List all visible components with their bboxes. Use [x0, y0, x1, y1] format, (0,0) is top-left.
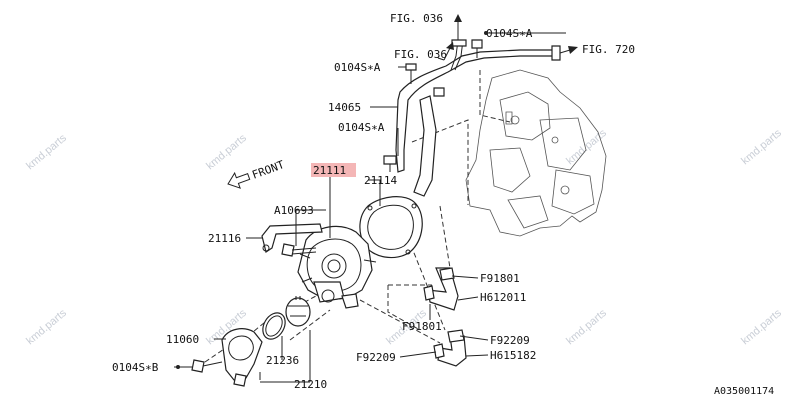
bolt-0104sb	[191, 359, 223, 373]
part-label-21116[interactable]: 21116	[208, 232, 241, 245]
part-label-14065[interactable]: 14065	[328, 101, 361, 114]
front-label: FRONT	[250, 158, 286, 182]
engine-block-drawing	[465, 69, 607, 237]
part-label-21236[interactable]: 21236	[266, 354, 299, 367]
coolant-pipe-14065	[395, 39, 561, 197]
gasket-21114	[359, 196, 423, 259]
ref-fig-036-mid[interactable]: FIG. 036	[394, 48, 447, 61]
part-label-a10693[interactable]: A10693	[274, 204, 314, 217]
watermark: kmd.parts	[739, 127, 784, 168]
ref-fig-036-top[interactable]: FIG. 036	[390, 12, 443, 25]
thermostat-21210	[285, 296, 311, 327]
front-arrow-icon	[227, 171, 251, 189]
part-label-0104sb[interactable]: 0104S∗B	[112, 361, 159, 374]
bolt-0104sa-left	[405, 63, 417, 84]
highlight-21111	[311, 163, 356, 177]
water-pump-21111	[297, 225, 377, 309]
part-label-21210[interactable]: 21210	[294, 378, 327, 391]
part-label-21114[interactable]: 21114	[364, 174, 397, 187]
hose-h615182	[433, 329, 467, 367]
pipe-21116	[261, 223, 323, 253]
thermostat-cover-11060	[221, 328, 263, 387]
part-label-h615182[interactable]: H615182	[490, 349, 536, 362]
front-direction-indicator: FRONT	[227, 158, 286, 189]
watermark: kmd.parts	[564, 307, 609, 348]
part-label-f92209-left[interactable]: F92209	[356, 351, 396, 364]
watermark: kmd.parts	[564, 127, 609, 168]
arrow-up-icon	[446, 42, 454, 50]
bolt-0104sa-mid	[383, 155, 397, 172]
watermark: kmd.parts	[24, 132, 69, 173]
watermark: kmd.parts	[24, 307, 69, 348]
part-label-0104sa-top[interactable]: 0104S∗A	[486, 27, 533, 40]
arrow-right-icon	[568, 46, 578, 54]
part-labels: FIG. 036 0104S∗A FIG. 720 FIG. 036 0104S…	[112, 12, 635, 391]
diagram-code: A035001174	[714, 386, 774, 397]
part-label-f92209-right[interactable]: F92209	[490, 334, 530, 347]
watermark: kmd.parts	[204, 132, 249, 173]
part-label-f91801-right[interactable]: F91801	[480, 272, 520, 285]
bolt-0104sa-top	[471, 39, 483, 58]
label-leader-lines	[174, 32, 566, 383]
part-label-21111[interactable]: 21111	[313, 164, 346, 177]
ref-fig-720[interactable]: FIG. 720	[582, 43, 635, 56]
label-markers	[176, 31, 488, 369]
part-label-0104sa-mid[interactable]: 0104S∗A	[338, 121, 385, 134]
hose-h612011	[423, 267, 459, 311]
reference-arrows	[443, 14, 578, 61]
part-label-11060[interactable]: 11060	[166, 333, 199, 346]
bolt-a10693	[281, 243, 317, 257]
part-label-f91801-bottom[interactable]: F91801	[402, 320, 442, 333]
arrow-up-icon	[454, 14, 462, 22]
o-ring-21236	[262, 312, 286, 340]
part-label-0104sa-left[interactable]: 0104S∗A	[334, 61, 381, 74]
part-label-h612011[interactable]: H612011	[480, 291, 526, 304]
watermark: kmd.parts	[739, 307, 784, 348]
